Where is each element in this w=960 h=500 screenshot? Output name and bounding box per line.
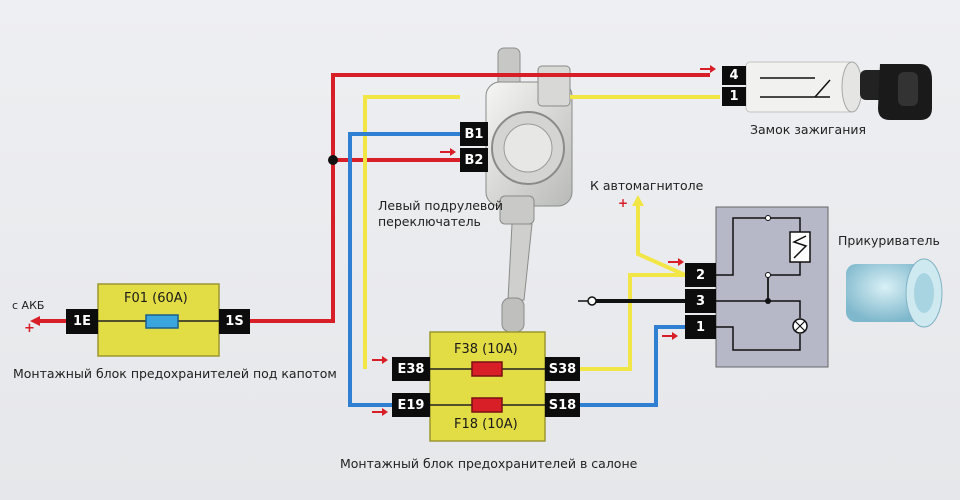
fuse-f38-icon bbox=[471, 361, 503, 377]
pin-1E: 1E bbox=[66, 309, 98, 334]
battery-plus-sign: + bbox=[24, 321, 35, 336]
yellow-wires bbox=[363, 95, 720, 371]
blue-wire-b1 bbox=[348, 132, 460, 407]
radio-plus-sign: + bbox=[618, 196, 629, 210]
battery-label: с АКБ bbox=[12, 299, 45, 312]
pin-E19: E19 bbox=[392, 393, 430, 417]
pin-lighter-1: 1 bbox=[685, 315, 716, 339]
radio-arrow bbox=[632, 195, 644, 206]
ground-terminal bbox=[587, 296, 597, 306]
pin-1S: 1S bbox=[219, 309, 250, 334]
battery-arrow bbox=[30, 316, 40, 326]
yellow-wire-ignition bbox=[363, 95, 460, 369]
stalk-switch-caption-line1: Левый подрулевой bbox=[378, 198, 504, 213]
direction-arrows bbox=[372, 65, 716, 416]
lighter-schematic bbox=[715, 206, 829, 368]
blue-wires bbox=[348, 132, 685, 407]
lighter-picture bbox=[846, 258, 943, 328]
fuse-box-hood-caption: Монтажный блок предохранителей под капот… bbox=[13, 366, 337, 381]
yellow-wire-radio bbox=[636, 205, 686, 277]
fuse-box-cabin-body bbox=[429, 331, 546, 442]
junction-dot bbox=[328, 155, 338, 165]
red-wire-main bbox=[250, 73, 710, 323]
pin-B1: B1 bbox=[460, 122, 488, 146]
pin-lighter-2: 2 bbox=[685, 263, 716, 287]
red-wires bbox=[38, 73, 710, 323]
pin-ignition-1: 1 bbox=[722, 87, 746, 106]
ignition-lock-caption: Замок зажигания bbox=[750, 122, 867, 137]
ignition-lock-picture bbox=[745, 61, 932, 120]
fuse-f18-icon bbox=[471, 397, 503, 413]
fuse-box-cabin-caption: Монтажный блок предохранителей в салоне bbox=[340, 456, 638, 471]
pin-ignition-4: 4 bbox=[722, 66, 746, 85]
radio-caption: К автомагнитоле bbox=[590, 178, 704, 193]
pin-S18: S18 bbox=[545, 393, 580, 417]
stalk-switch-picture bbox=[485, 47, 573, 333]
fuse-f38-label: F38 (10A) bbox=[454, 342, 518, 357]
pin-E38: E38 bbox=[392, 357, 430, 381]
fuse-f01-icon bbox=[145, 314, 179, 329]
pin-B2: B2 bbox=[460, 148, 488, 172]
fuse-f01-label: F01 (60A) bbox=[124, 291, 188, 306]
pin-S38: S38 bbox=[545, 357, 580, 381]
fuse-f18-label: F18 (10A) bbox=[454, 417, 518, 432]
blue-wire-s18 bbox=[580, 325, 685, 407]
lighter-caption: Прикуриватель bbox=[838, 233, 940, 248]
pin-lighter-3: 3 bbox=[685, 289, 716, 313]
yellow-wire-s38 bbox=[580, 273, 685, 371]
stalk-switch-caption-line2: переключатель bbox=[378, 214, 481, 229]
